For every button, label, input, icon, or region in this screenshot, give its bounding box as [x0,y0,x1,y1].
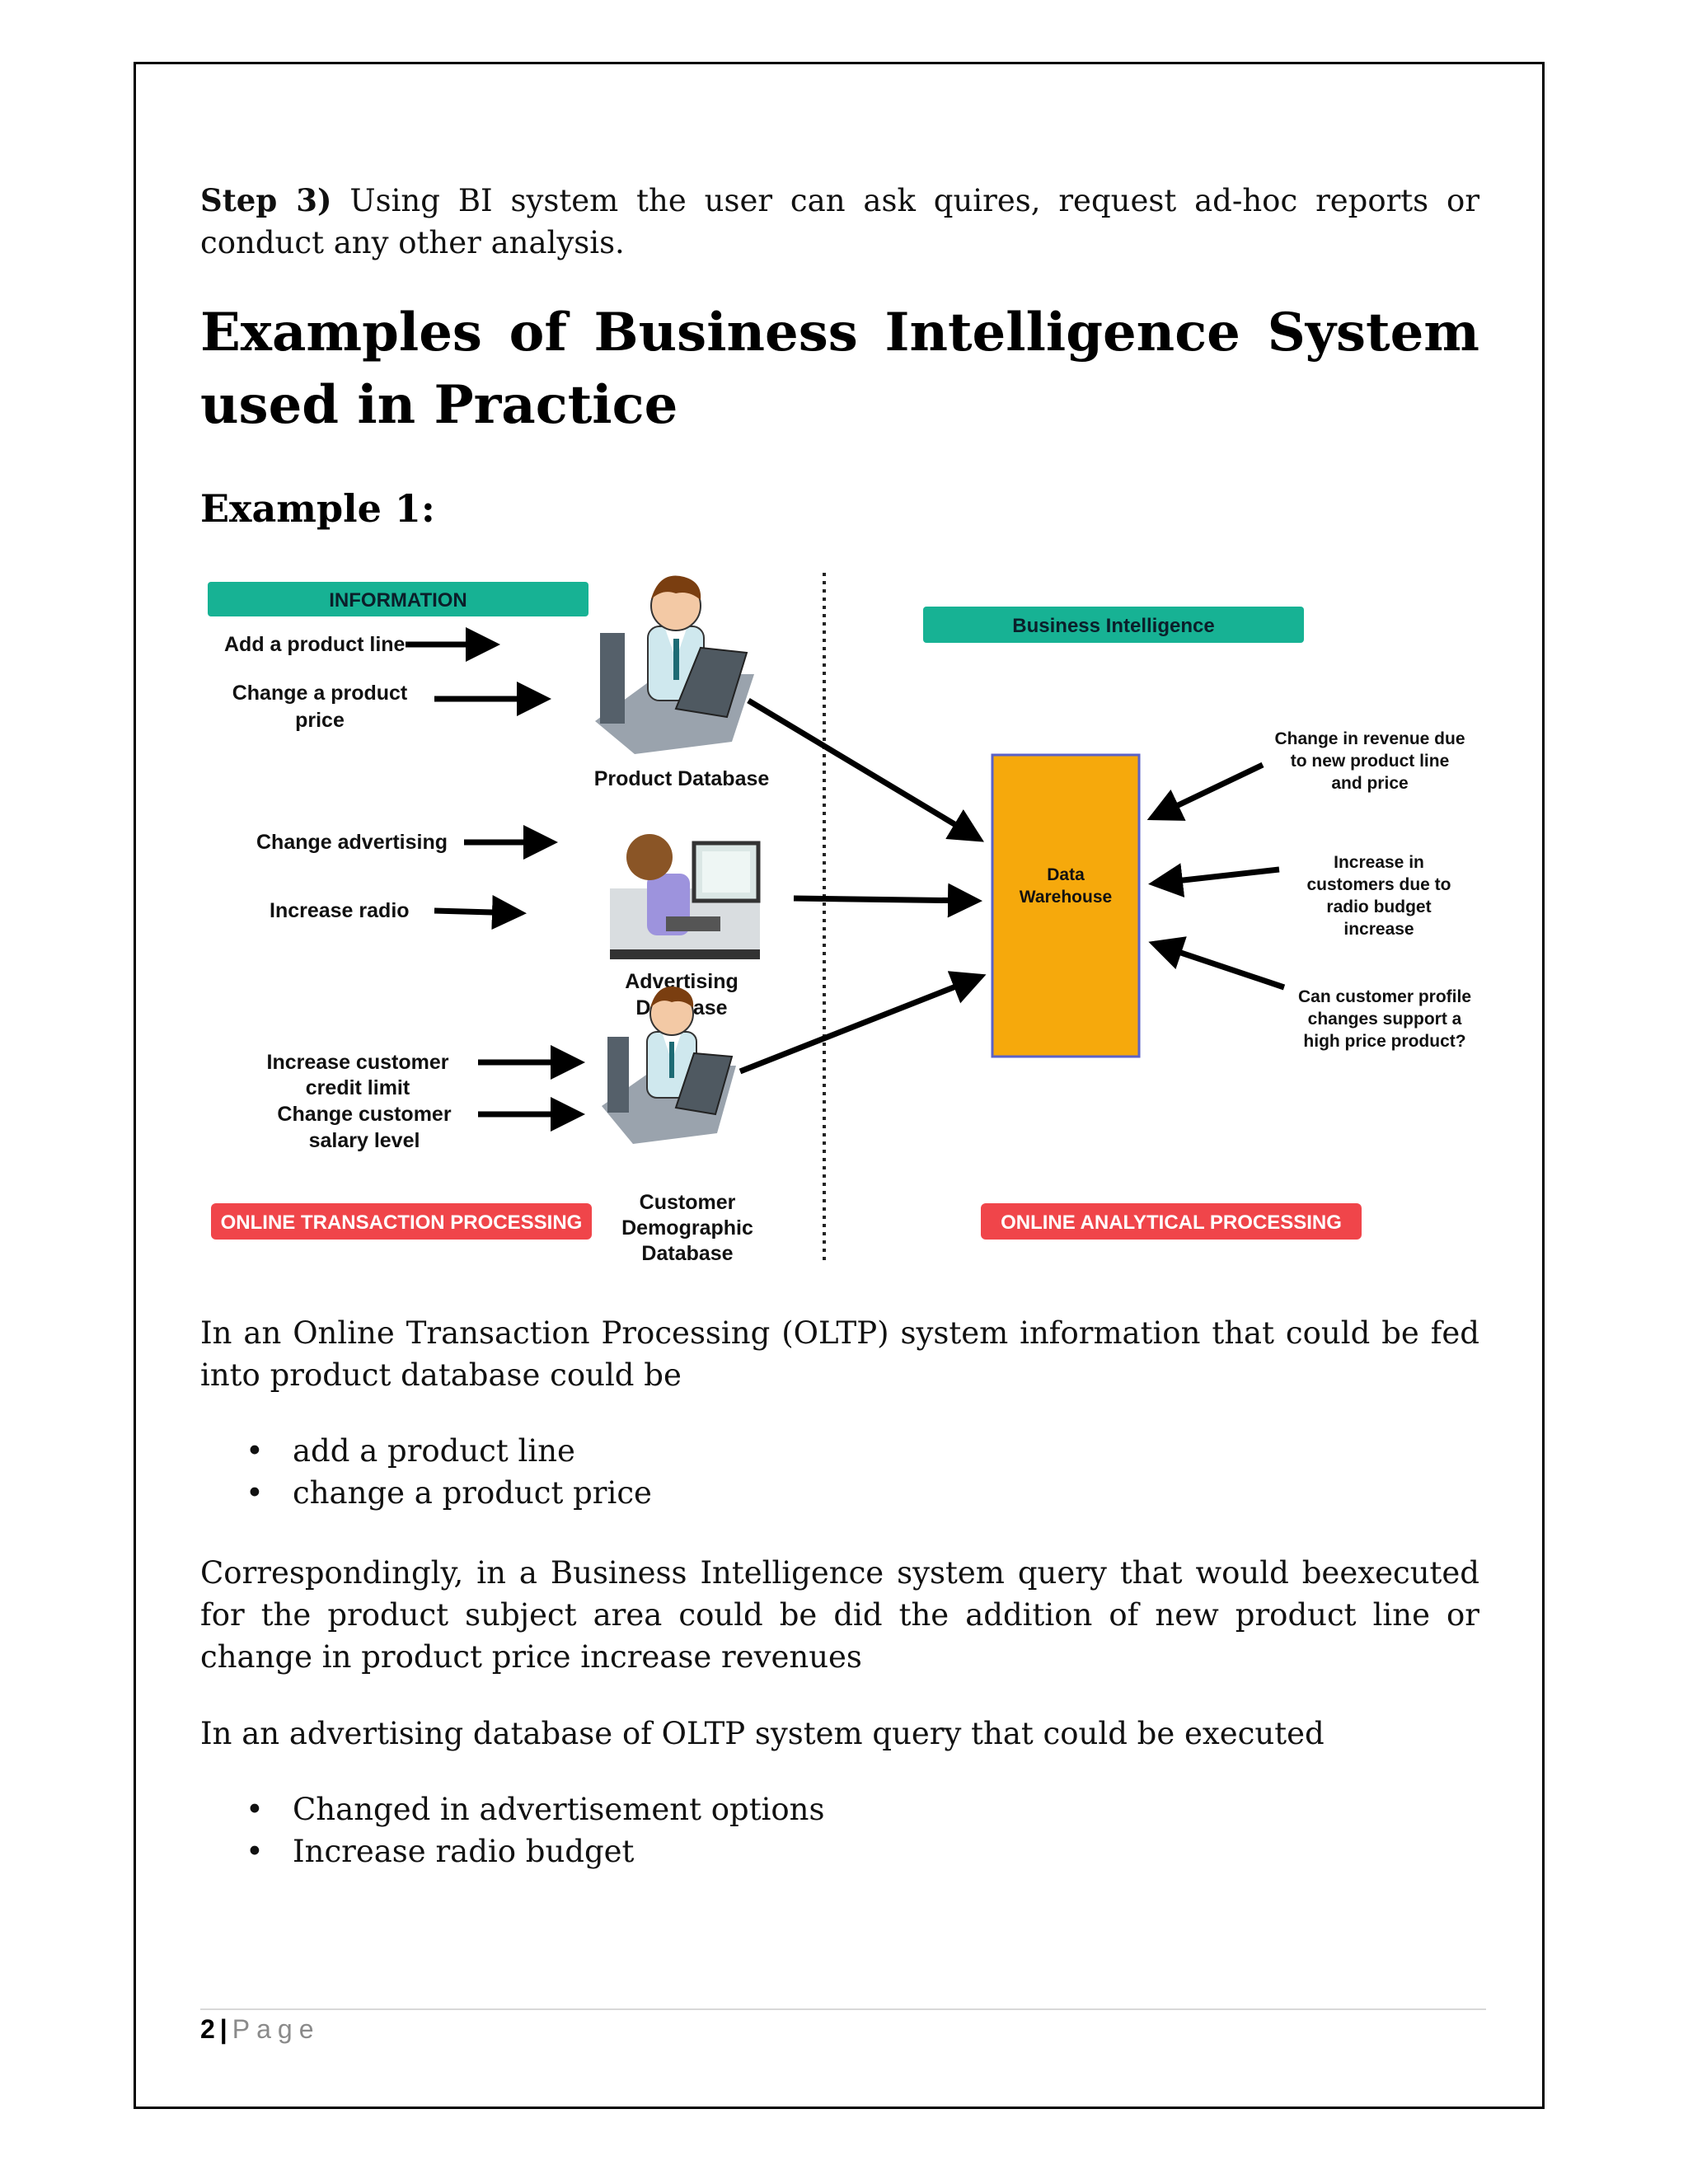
step3-text: Using BI system the user can ask quires,… [200,183,1480,260]
product-worker-icon [595,575,754,754]
item-change-price: Change a product [232,682,408,705]
svg-text:Warehouse: Warehouse [1020,888,1112,907]
svg-text:ONLINE ANALYTICAL PROCESSING: ONLINE ANALYTICAL PROCESSING [1001,1212,1342,1234]
bi-profile-query: Can customer profile [1298,987,1471,1006]
advertising-paragraph: In an advertising database of OLTP syste… [200,1716,1325,1751]
item-add-product-line: Add a product line [224,633,406,656]
customer-worker-icon [602,987,736,1144]
page-footer: 2|Page [200,2014,320,2045]
bi-customers-query-4: increase [1343,920,1414,939]
item-increase-credit: Increase customer [267,1051,449,1074]
arrow-revenue-query [1146,762,1264,821]
page-title: Examples of Business Intelligence System… [200,302,1479,436]
bi-profile-query-2: changes support a [1308,1010,1462,1029]
list-item: Increase radio budget [200,1830,825,1872]
svg-text:ONLINE TRANSACTION PROCESSING: ONLINE TRANSACTION PROCESSING [221,1212,583,1234]
advertising-worker-icon [610,834,761,959]
bi-customers-query-2: customers due to [1306,875,1451,894]
example-heading: Example 1: [200,486,435,531]
page-label: Page [232,2014,321,2044]
db-product-label: Product Database [594,767,770,790]
db-customer-label-2: Demographic [621,1216,753,1240]
footer-divider [200,2008,1486,2010]
db-customer-label-3: Database [641,1242,733,1265]
page-border [134,62,1545,2109]
arrow-profile-query [1148,936,1286,991]
advertising-bullet-list: Changed in advertisement options Increas… [200,1788,825,1872]
list-item: add a product line [200,1430,652,1472]
arrow-customer-to-warehouse [738,971,987,1075]
arrow-advertising-to-warehouse [793,883,982,918]
arrow-increase-radio [434,895,527,930]
oltp-paragraph: In an Online Transaction Processing (OLT… [200,1315,1479,1393]
information-banner: INFORMATION [208,582,588,616]
bi-customers-query-3: radio budget [1326,898,1431,916]
list-item: Changed in advertisement options [200,1788,825,1830]
item-change-salary-2: salary level [309,1129,420,1152]
item-increase-credit-2: credit limit [306,1076,410,1099]
item-change-salary: Change customer [277,1103,451,1126]
oltp-bullet-list: add a product line change a product pric… [200,1430,652,1514]
list-item: change a product price [200,1472,652,1514]
page-number: 2 [200,2014,215,2044]
bi-diagram: INFORMATION Business Intelligence ONLINE… [208,573,1471,1265]
bi-customers-query: Increase in [1334,853,1424,872]
step3-paragraph: Step 3) Using BI system the user can ask… [200,180,1479,264]
arrow-product-to-warehouse [747,697,985,842]
bi-profile-query-3: high price product? [1303,1032,1465,1051]
svg-text:Business Intelligence: Business Intelligence [1012,615,1214,637]
db-customer-label: Customer [640,1191,736,1214]
oltp-banner: ONLINE TRANSACTION PROCESSING [211,1203,592,1240]
svg-text:Data: Data [1047,865,1085,884]
footer-separator: | [219,2014,227,2044]
bi-banner: Business Intelligence [923,607,1304,643]
item-change-price-2: price [295,709,345,732]
bi-revenue-query: Change in revenue due [1274,729,1465,748]
data-warehouse: Data Warehouse [991,753,1141,1058]
item-change-advertising: Change advertising [256,831,448,854]
bi-paragraph: Correspondingly, in a Business Intellige… [200,1555,1479,1675]
arrow-customers-query [1148,863,1280,898]
svg-text:INFORMATION: INFORMATION [329,589,467,612]
bi-revenue-query-2: to new product line [1291,752,1450,771]
item-increase-radio: Increase radio [270,899,410,922]
bi-revenue-query-3: and price [1331,774,1408,793]
olap-banner: ONLINE ANALYTICAL PROCESSING [981,1203,1362,1240]
step3-label: Step 3) [200,182,332,218]
